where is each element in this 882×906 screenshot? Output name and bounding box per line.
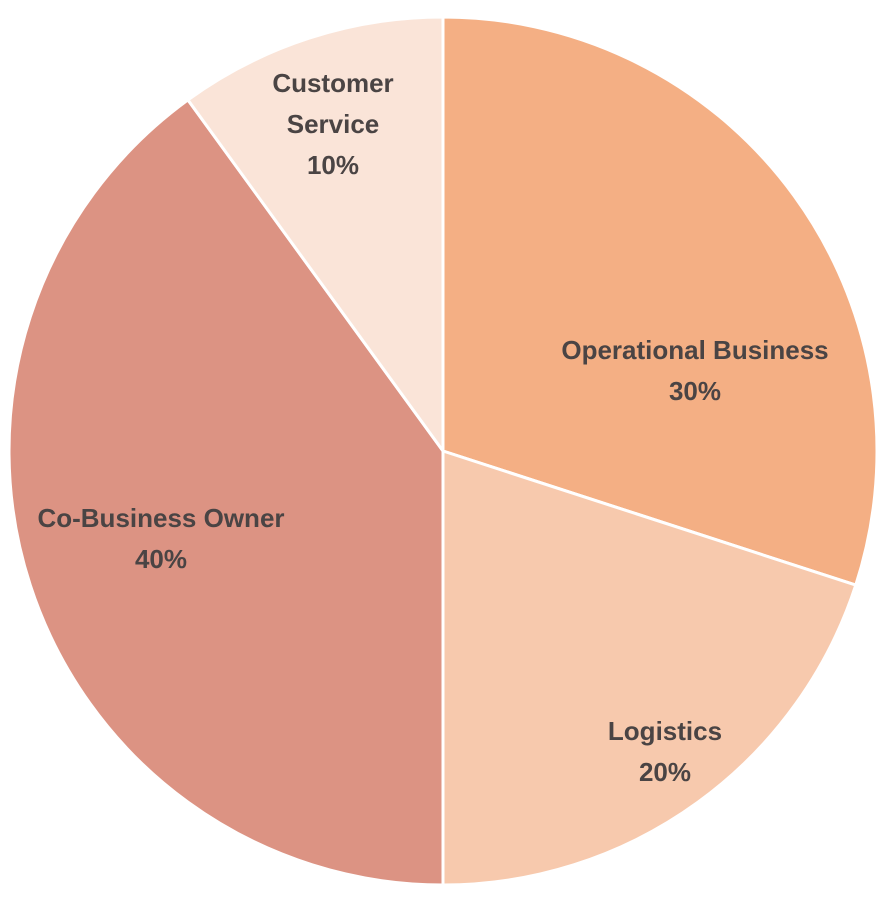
slice-percent: 30%	[669, 376, 721, 406]
pie-slice-2	[7, 98, 445, 887]
pie-slice-3	[186, 15, 445, 453]
slice-name-line: Co-Business Owner	[37, 503, 284, 533]
slice-name-line: Logistics	[608, 716, 722, 746]
slice-name-line: Customer	[272, 68, 393, 98]
pie-slice-1	[441, 449, 858, 887]
pie-slice-0	[441, 15, 879, 587]
slice-percent: 20%	[639, 757, 691, 787]
pie-slice-label-2: Co-Business Owner 40%	[37, 503, 284, 574]
slice-name-line: Operational Business	[561, 335, 828, 365]
pie-labels: Operational Business 30% Logistics 20% Co-Bu…	[37, 68, 828, 787]
slice-percent: 40%	[135, 544, 187, 574]
pie-slices	[7, 15, 879, 887]
pie-slice-label-1: Logistics 20%	[608, 716, 722, 787]
slice-name-line: Service	[287, 109, 380, 139]
pie-slice-label-0: Operational Business 30%	[561, 335, 828, 406]
slice-percent: 10%	[307, 150, 359, 180]
